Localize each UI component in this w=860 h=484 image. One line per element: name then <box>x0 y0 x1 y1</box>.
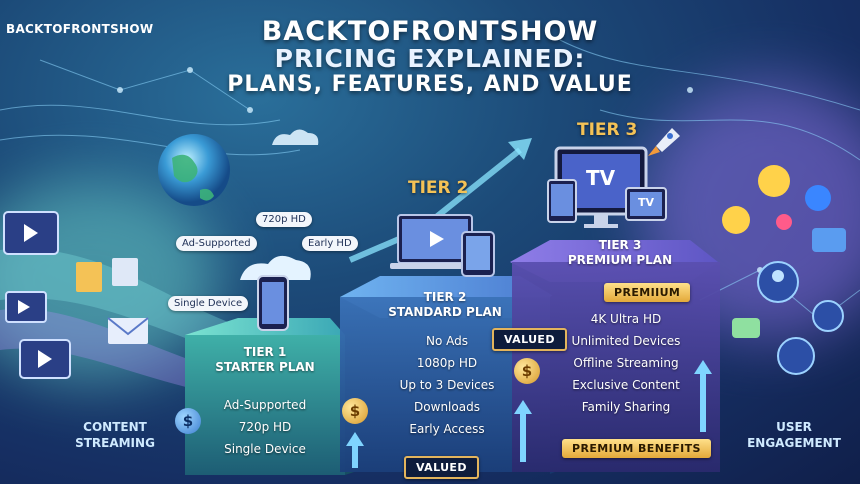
tier-3-benefits-badge: PREMIUM BENEFITS <box>562 439 711 458</box>
feature-item: Unlimited Devices <box>571 334 681 348</box>
title-line-3: PLANS, FEATURES, AND VALUE <box>227 71 633 97</box>
page-title: BACKTOFRONTSHOW PRICING EXPLAINED: PLANS… <box>190 16 670 97</box>
tier-1-features: Ad-Supported 720p HD Single Device <box>200 394 330 460</box>
tier-1-plan-name: TIER 1 STARTER PLAN <box>190 345 340 375</box>
title-line-2: PRICING EXPLAINED: <box>274 44 586 74</box>
bubble-ad-supported: Ad-Supported <box>176 236 257 251</box>
feature-item: Offline Streaming <box>573 356 679 370</box>
tier-2-plan-line-1: TIER 2 <box>423 290 467 304</box>
bubble-early-hd: Early HD <box>302 236 358 251</box>
tier-2-bottom-badge: VALUED <box>404 456 479 479</box>
coin-icon: $ <box>175 408 201 434</box>
brand-logo: BACKTOFRONTSHOW <box>6 22 154 36</box>
bubble-single-device: Single Device <box>168 296 249 311</box>
tier-2-heading: TIER 2 <box>408 178 469 198</box>
network-lines <box>0 39 860 321</box>
tier-1-plan-line-1: TIER 1 <box>243 345 287 359</box>
feature-item: 720p HD <box>238 420 292 434</box>
feature-item: Single Device <box>224 442 306 456</box>
tier-3-premium-badge: PREMIIUM <box>604 283 691 302</box>
feature-item: Ad-Supported <box>223 398 307 412</box>
title-line-1: BACKTOFRONTSHOW <box>261 16 599 47</box>
feature-item: Exclusive Content <box>572 378 680 392</box>
feature-item: 1080p HD <box>416 356 478 370</box>
feature-item: Up to 3 Devices <box>399 378 495 392</box>
feature-item: Family Sharing <box>581 400 671 414</box>
feature-item: Downloads <box>414 400 480 414</box>
tier-2-plan-line-2: STANDARD PLAN <box>388 305 502 319</box>
feature-item: 4K Ultra HD <box>590 312 662 326</box>
coin-icon: $ <box>514 358 540 384</box>
feature-item: No Ads <box>426 334 468 348</box>
feature-item: Early Access <box>409 422 485 436</box>
tv-screen-label: TV <box>586 166 616 190</box>
tier-3-plan-line-2: PREMIUM PLAN <box>567 253 673 267</box>
tier-1-plan-line-2: STARTER PLAN <box>215 360 315 374</box>
coin-icon: $ <box>342 398 368 424</box>
tier-3-features: 4K Ultra HD Unlimited Devices Offline St… <box>556 308 696 418</box>
user-engagement-label: USER ENGAGEMENT <box>747 420 841 450</box>
tier-3-heading: TIER 3 <box>577 120 638 140</box>
tier-2-features: No Ads 1080p HD Up to 3 Devices Download… <box>382 330 512 440</box>
content-streaming-label: CONTENT STREAMING <box>75 420 155 450</box>
laugh-emoji-icon <box>758 165 790 197</box>
tier-3-plan-name: TIER 3 PREMIUM PLAN <box>540 238 700 268</box>
tier-2-plan-name: TIER 2 STANDARD PLAN <box>360 290 530 320</box>
tier-3-plan-line-1: TIER 3 <box>598 238 642 252</box>
bubble-720p: 720p HD <box>256 212 312 227</box>
tv-small-label: TV <box>638 196 655 209</box>
tier-2-valued-badge: VALUED <box>492 328 567 351</box>
